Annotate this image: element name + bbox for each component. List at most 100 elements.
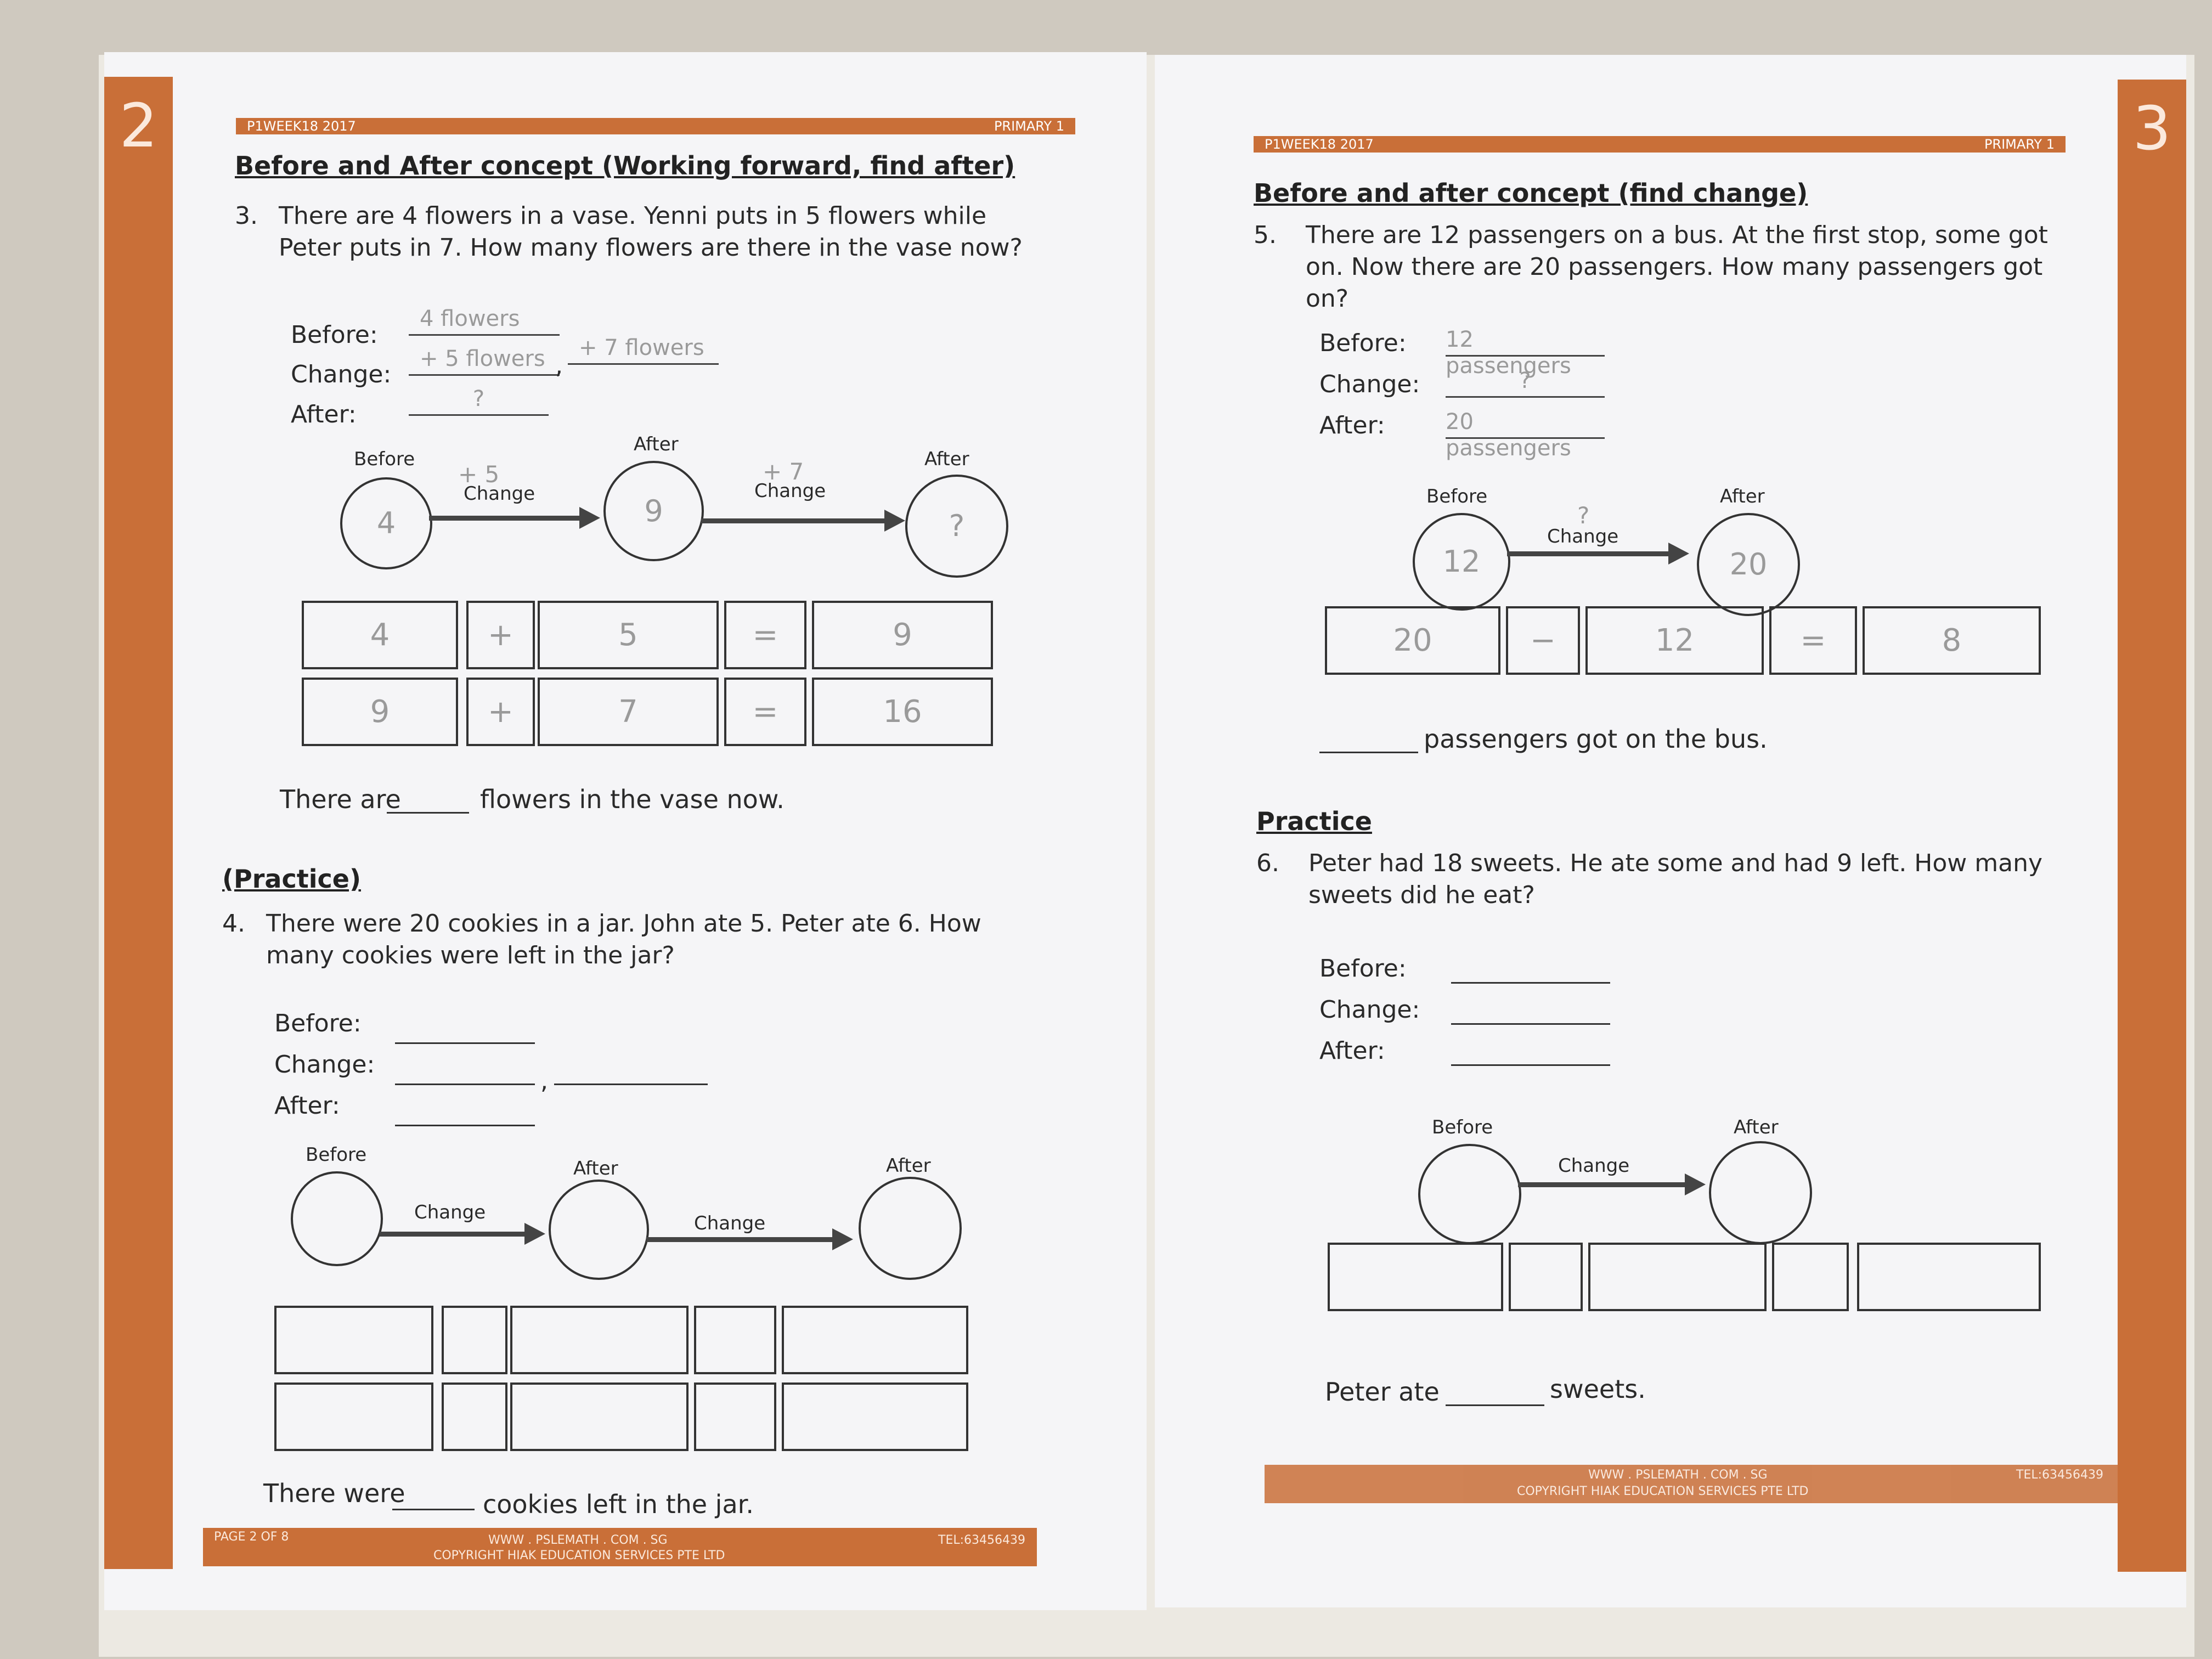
- after-circle: 20: [1697, 513, 1800, 616]
- after-label: After:: [1319, 1037, 1385, 1065]
- section-title: Before and After concept (Working forwar…: [235, 151, 1015, 180]
- header-level: PRIMARY 1: [1984, 137, 2055, 152]
- change-arrow: [380, 1223, 545, 1245]
- before-circle: [291, 1171, 383, 1266]
- after-circle: [859, 1177, 962, 1280]
- before-blank[interactable]: [1451, 982, 1610, 984]
- change-blank[interactable]: [395, 1084, 535, 1085]
- header-level: PRIMARY 1: [994, 119, 1064, 134]
- page-number: 3: [2132, 93, 2171, 163]
- before-label: Before: [1432, 1116, 1493, 1138]
- answer-blank[interactable]: [387, 812, 469, 814]
- change-label: Change: [694, 1212, 766, 1234]
- operator-box[interactable]: [694, 1306, 776, 1374]
- operator-box: =: [724, 678, 806, 746]
- workbook-page-left: 2 P1WEEK18 2017 PRIMARY 1 Before and Aft…: [104, 52, 1147, 1610]
- number-box: 7: [538, 678, 719, 746]
- after-blank[interactable]: [395, 1125, 535, 1126]
- after-label: After: [1734, 1116, 1779, 1138]
- answer-sentence-end: flowers in the vase now.: [480, 785, 785, 814]
- after-label: After:: [1319, 411, 1385, 439]
- page-footer-band: PAGE 2 OF 8 WWW . PSLEMATH . COM . SG CO…: [203, 1528, 1037, 1566]
- after-blank[interactable]: [1451, 1064, 1610, 1066]
- change-label: Change:: [1319, 996, 1420, 1024]
- change-blank[interactable]: [1451, 1023, 1610, 1025]
- before-label: Before:: [291, 321, 378, 349]
- after-circle: [549, 1180, 649, 1280]
- page-footer-band: WWW . PSLEMATH . COM . SG COPYRIGHT HIAK…: [1265, 1465, 2120, 1503]
- change-label: Change: [1558, 1155, 1630, 1177]
- operator-box: +: [466, 601, 535, 669]
- footer-copyright: COPYRIGHT HIAK EDUCATION SERVICES PTE LT…: [1517, 1485, 1809, 1498]
- change-label: Change:: [291, 360, 392, 388]
- change-label: Change: [464, 483, 535, 505]
- operator-box[interactable]: [1772, 1243, 1849, 1311]
- answer-box: 8: [1863, 606, 2041, 675]
- question-number: 4.: [222, 910, 245, 938]
- before-label: Before:: [1319, 329, 1407, 357]
- change-blank[interactable]: [554, 1084, 708, 1085]
- footer-phone: TEL:63456439: [2016, 1468, 2103, 1482]
- after-label: After: [573, 1158, 618, 1180]
- change-label: Change:: [1319, 370, 1420, 398]
- after-label: After: [634, 433, 679, 455]
- number-box: 5: [538, 601, 719, 669]
- question-text: There are 4 flowers in a vase. Yenni put…: [279, 202, 1023, 262]
- answer-blank[interactable]: [392, 1509, 475, 1510]
- question-text: Peter had 18 sweets. He ate some and had…: [1308, 849, 2043, 909]
- before-blank[interactable]: [395, 1042, 535, 1044]
- number-box[interactable]: [1588, 1243, 1767, 1311]
- after-label: After: [924, 448, 969, 470]
- answer-box[interactable]: [782, 1383, 968, 1451]
- operator-box: =: [724, 601, 806, 669]
- answer-blank[interactable]: [1446, 1404, 1544, 1406]
- before-answer: 4 flowers: [409, 306, 560, 336]
- answer-sentence-start: There were: [263, 1479, 405, 1508]
- answer-box[interactable]: [1857, 1243, 2041, 1311]
- before-label: Before: [1426, 486, 1488, 507]
- page-header-band: P1WEEK18 2017 PRIMARY 1: [1254, 136, 2066, 153]
- after-label: After:: [274, 1092, 340, 1120]
- number-box[interactable]: [274, 1383, 433, 1451]
- answer-box[interactable]: [782, 1306, 968, 1374]
- question-text: There are 12 passengers on a bus. At the…: [1306, 221, 2048, 313]
- footer-phone: TEL:63456439: [938, 1533, 1025, 1547]
- operator-box[interactable]: [442, 1383, 507, 1451]
- question-number: 3.: [235, 202, 258, 230]
- answer-sentence-end: cookies left in the jar.: [483, 1489, 754, 1519]
- footer-website: WWW . PSLEMATH . COM . SG: [488, 1533, 668, 1547]
- before-label: Before: [354, 448, 415, 470]
- before-circle: [1418, 1144, 1521, 1244]
- before-label: Before:: [274, 1009, 362, 1037]
- question-text: There were 20 cookies in a jar. John ate…: [266, 910, 981, 969]
- change-arrow: [646, 1228, 853, 1250]
- change-answer: ?: [1446, 368, 1605, 398]
- operator-box[interactable]: [1509, 1243, 1583, 1311]
- footer-copyright: COPYRIGHT HIAK EDUCATION SERVICES PTE LT…: [433, 1549, 725, 1562]
- change-arrow: [1518, 1173, 1706, 1195]
- operator-box[interactable]: [694, 1383, 776, 1451]
- answer-box: 9: [812, 601, 993, 669]
- question-number: 6.: [1256, 849, 1279, 877]
- before-answer: 12 passengers: [1446, 326, 1605, 379]
- change-answer: + 5 flowers: [409, 346, 560, 376]
- comma: ,: [555, 352, 563, 380]
- practice-title: (Practice): [222, 864, 361, 894]
- after-label: After: [886, 1155, 931, 1177]
- page-number: 2: [119, 91, 158, 161]
- operator-box[interactable]: [442, 1306, 507, 1374]
- workbook-page-right: 3 P1WEEK18 2017 PRIMARY 1 Before and aft…: [1155, 55, 2186, 1607]
- number-box[interactable]: [510, 1383, 689, 1451]
- change-value: + 5: [458, 461, 500, 488]
- operator-box: +: [466, 678, 535, 746]
- operator-box: =: [1769, 606, 1857, 675]
- number-box[interactable]: [510, 1306, 689, 1374]
- number-box[interactable]: [274, 1306, 433, 1374]
- number-box[interactable]: [1328, 1243, 1503, 1311]
- after-answer: ?: [409, 386, 549, 416]
- number-box: 9: [302, 678, 458, 746]
- after-label: After:: [291, 400, 357, 428]
- comma: ,: [540, 1067, 548, 1095]
- change-arrow: [1507, 543, 1689, 565]
- answer-blank[interactable]: [1319, 752, 1418, 753]
